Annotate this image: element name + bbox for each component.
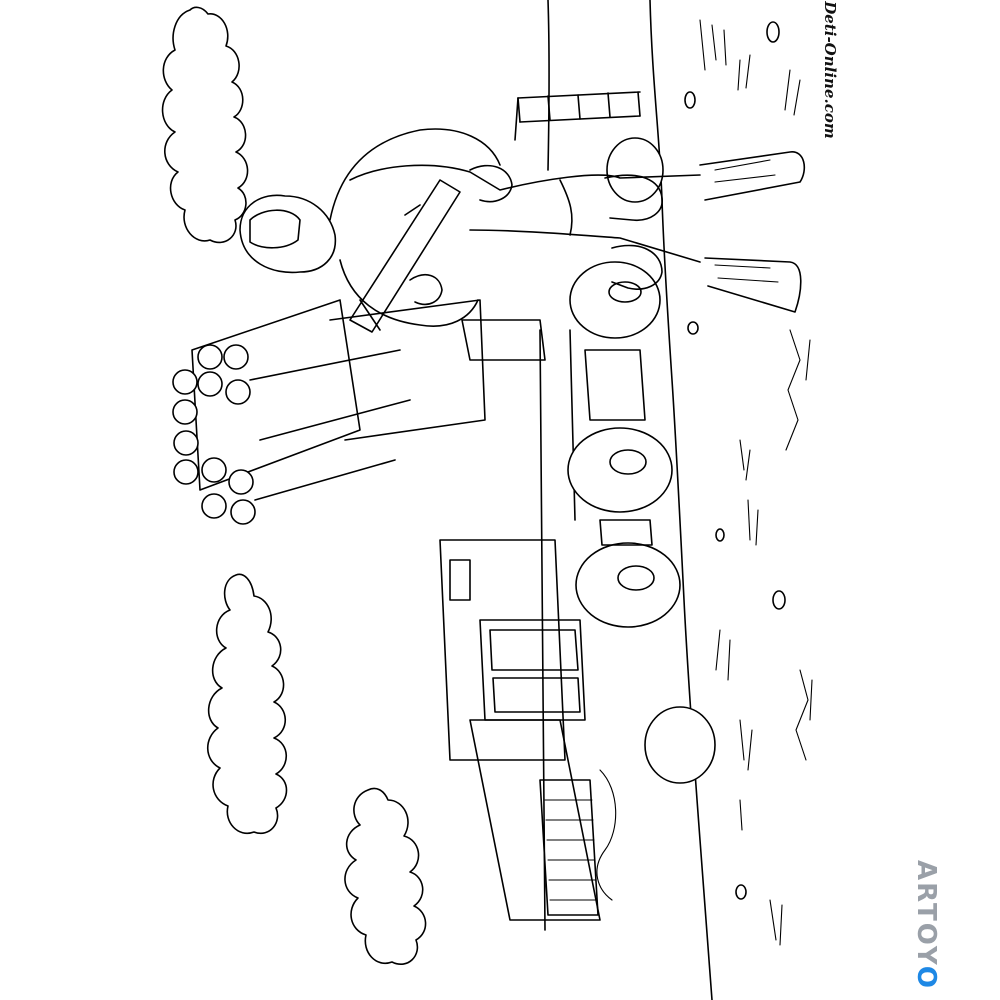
grass-tufts <box>699 19 813 946</box>
soldier <box>239 128 806 333</box>
cloud-top <box>161 6 249 244</box>
brand-ring-icon: O <box>911 965 941 990</box>
cloud-middle <box>206 573 288 835</box>
rocket-launcher-truck <box>439 137 716 931</box>
site-watermark-text: Deti-Online.com <box>821 1 839 139</box>
wheel-4 <box>575 542 681 628</box>
wheel-1 <box>606 137 664 203</box>
rocket-pod <box>172 299 486 525</box>
wheel-2 <box>569 261 661 339</box>
wheel-5 <box>644 706 716 784</box>
brand-watermark-logo: ARTOYO <box>896 860 956 990</box>
stones <box>684 21 786 900</box>
site-watermark: Deti-Online.com <box>800 1 860 138</box>
brand-watermark-text: ARTOY <box>911 860 941 966</box>
cloud-bottom <box>344 787 427 965</box>
ladder <box>514 91 641 141</box>
wheel-3 <box>567 427 673 513</box>
